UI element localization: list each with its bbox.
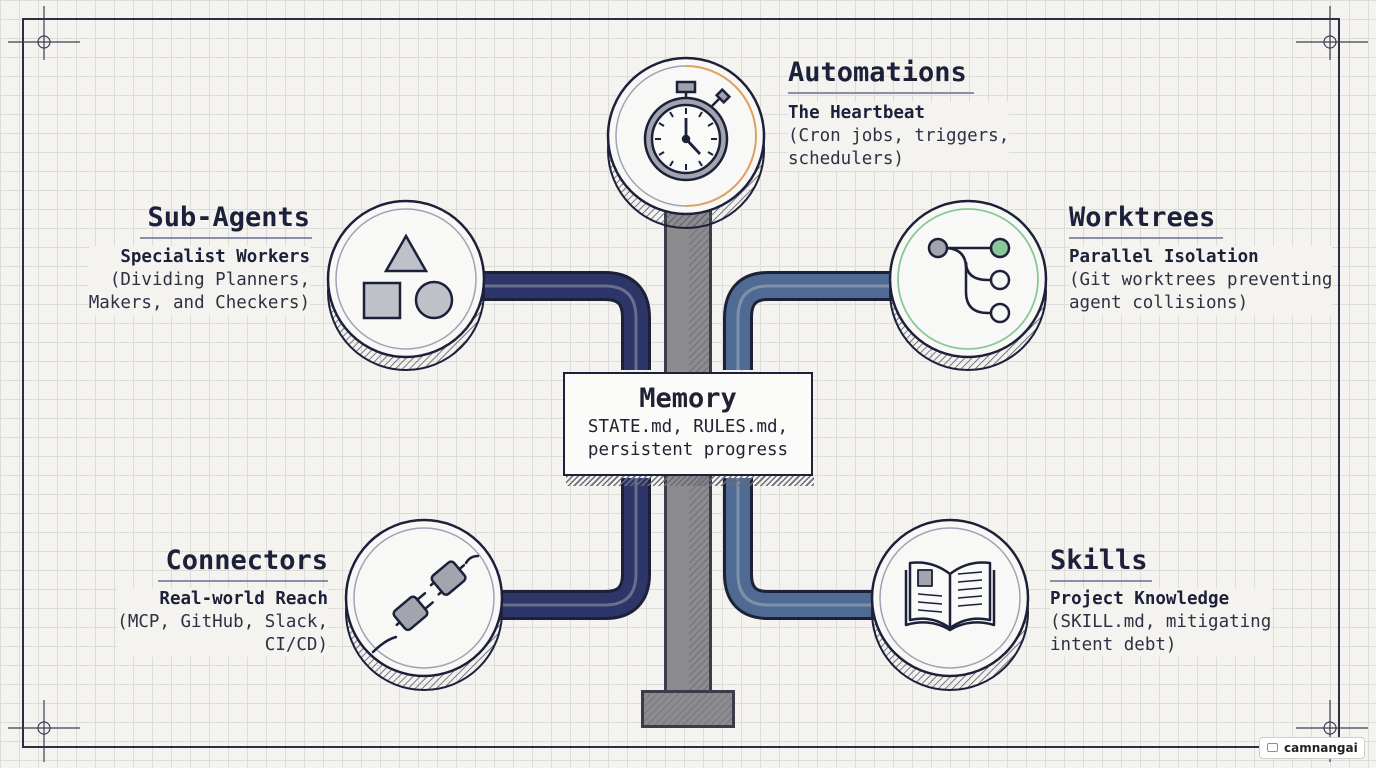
worktrees-disc xyxy=(888,199,1048,371)
border-frame xyxy=(22,18,1340,748)
memory-line-2: persistent progress xyxy=(587,440,789,460)
memory-card: Memory STATE.md, RULES.md, persistent pr… xyxy=(563,372,813,476)
skills-line-1: (SKILL.md, mitigating xyxy=(1050,611,1272,634)
worktrees-title: Worktrees xyxy=(1069,202,1216,233)
connectors-description: Real-world Reach (MCP, GitHub, Slack, CI… xyxy=(117,588,328,657)
skills-line-2: intent debt) xyxy=(1050,634,1272,657)
memory-title: Memory xyxy=(639,383,737,414)
sub-agents-description: Specialist Workers (Dividing Planners, M… xyxy=(88,246,310,315)
automations-title: Automations xyxy=(788,57,967,88)
automations-underline xyxy=(788,92,974,94)
skills-description: Project Knowledge (SKILL.md, mitigating … xyxy=(1050,588,1272,657)
connectors-underline xyxy=(158,580,328,582)
automations-description: The Heartbeat (Cron jobs, triggers, sche… xyxy=(788,102,1010,171)
book-badge-icon xyxy=(1267,743,1278,752)
shapes-icon xyxy=(362,233,454,320)
skills-title: Skills xyxy=(1050,545,1148,576)
connectors-line-2: CI/CD) xyxy=(117,634,328,657)
right-pipes xyxy=(723,271,892,620)
left-pipes xyxy=(480,271,651,620)
worktrees-line-2: agent collisions) xyxy=(1069,292,1333,315)
sub-agents-disc xyxy=(326,199,486,371)
watermark-text: camnangai xyxy=(1284,741,1358,755)
worktrees-underline xyxy=(1069,237,1223,239)
connectors-title: Connectors xyxy=(165,545,328,576)
worktrees-subtitle: Parallel Isolation xyxy=(1069,246,1333,269)
worktrees-description: Parallel Isolation (Git worktrees preven… xyxy=(1069,246,1333,315)
book-icon xyxy=(904,561,996,632)
sub-agents-title: Sub-Agents xyxy=(147,202,310,233)
git-branch-icon xyxy=(927,237,1011,324)
watermark-badge[interactable]: camnangai xyxy=(1259,737,1365,759)
sub-agents-underline xyxy=(140,237,312,239)
skills-subtitle: Project Knowledge xyxy=(1050,588,1272,611)
memory-line-1: STATE.md, RULES.md, xyxy=(587,417,789,437)
stopwatch-icon xyxy=(643,80,732,182)
connectors-subtitle: Real-world Reach xyxy=(117,588,328,611)
automations-line-2: schedulers) xyxy=(788,148,1010,171)
automations-line-1: (Cron jobs, triggers, xyxy=(788,125,1010,148)
connectors-disc xyxy=(344,518,504,691)
sub-agents-line-1: (Dividing Planners, xyxy=(88,269,310,292)
sub-agents-subtitle: Specialist Workers xyxy=(88,246,310,269)
corner-marks xyxy=(8,6,1368,762)
sub-agents-line-2: Makers, and Checkers) xyxy=(88,292,310,315)
automations-subtitle: The Heartbeat xyxy=(788,102,1010,125)
skills-underline xyxy=(1050,580,1152,582)
worktrees-line-1: (Git worktrees preventing xyxy=(1069,269,1333,292)
connectors-line-1: (MCP, GitHub, Slack, xyxy=(117,611,328,634)
memory-shadow xyxy=(566,476,814,486)
plug-icon xyxy=(371,554,480,654)
